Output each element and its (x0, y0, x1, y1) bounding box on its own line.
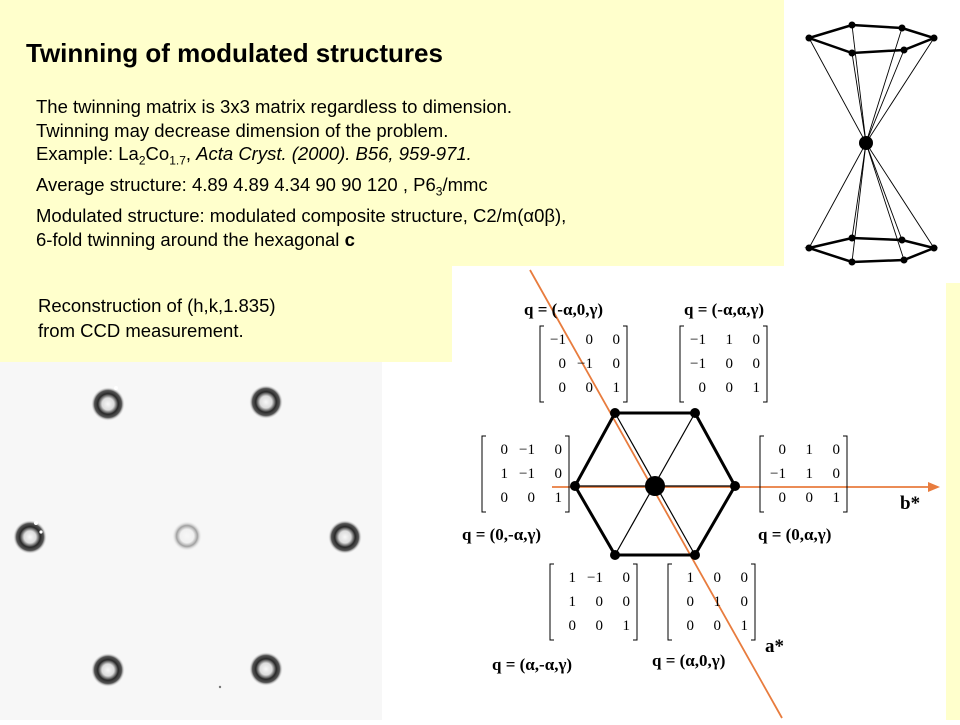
matrix-entry: 0 (555, 442, 563, 458)
b-star-label: b* (900, 493, 920, 514)
diffraction-spot (172, 521, 202, 551)
matrix-entry: 0 (555, 466, 563, 482)
hexagon-vertex (610, 408, 620, 418)
matrix-entry: 1 (753, 380, 761, 396)
matrix-entry: 0 (753, 332, 761, 348)
matrix-entry: 0 (596, 594, 604, 610)
matrix-entry: 1 (501, 466, 509, 482)
citation: Acta Cryst. (2000). B56, 959-971. (196, 143, 472, 164)
matrix-entry: 1 (833, 490, 841, 506)
matrix-entry: 0 (687, 594, 695, 610)
q-label-top-right: q = (-α,α,γ) (684, 300, 764, 319)
matrix-entry: −1 (770, 466, 786, 482)
matrix-entry: 0 (699, 380, 707, 396)
matrix-top-right: −1 1 0 −1 0 0 0 0 1 (679, 325, 768, 403)
matrix-entry: 0 (753, 356, 761, 372)
matrix-entry: 1 (806, 442, 814, 458)
matrix-entry: 0 (779, 490, 787, 506)
matrix-entry: 0 (596, 618, 604, 634)
ccd-reconstruction-image (0, 362, 382, 720)
body-line-1: The twinning matrix is 3x3 matrix regard… (36, 96, 513, 117)
q-label-mid-right: q = (0,α,γ) (758, 525, 831, 544)
q-label-mid-left: q = (0,-α,γ) (462, 525, 541, 544)
hexagon-vertex (730, 481, 740, 491)
matrix-entry: 1 (714, 594, 722, 610)
matrix-mid-left: 0 −1 0 1 −1 0 0 0 1 (481, 435, 570, 513)
hexagon-center (645, 476, 665, 496)
diffraction-spot (249, 385, 283, 419)
hexagon-vertex (690, 408, 700, 418)
matrix-entry: −1 (690, 356, 706, 372)
diffraction-spot (91, 387, 125, 421)
matrix-entry: 1 (726, 332, 734, 348)
matrix-entry: 0 (501, 442, 509, 458)
matrix-bot-left: 1 −1 0 1 0 0 0 0 1 (549, 563, 638, 641)
slide-background-strip (946, 283, 960, 720)
body-line-2: Twinning may decrease dimension of the p… (36, 119, 449, 141)
double-cone-sketch (784, 0, 960, 283)
reconstruction-caption: Reconstruction of (h,k,1.835) from CCD m… (38, 295, 276, 341)
q-label-bot-right: q = (α,0,γ) (652, 651, 725, 670)
matrix-entry: 0 (569, 618, 577, 634)
matrix-entry: 0 (833, 466, 841, 482)
matrix-entry: 0 (726, 380, 734, 396)
twinning-diagram: b* a* q = (-α,0,γ) q = (-α,α,γ) q = (0,-… (452, 266, 946, 720)
body-line-5: Modulated structure: modulated composite… (36, 205, 567, 227)
b-star-arrowhead (928, 482, 940, 492)
matrix-entry: 0 (623, 570, 631, 586)
matrix-entry: 0 (613, 356, 621, 372)
matrix-entry: 1 (555, 490, 563, 506)
diffraction-spot (328, 520, 362, 554)
diffraction-spot (13, 520, 47, 554)
matrix-top-left: −1 0 0 0 −1 0 0 0 1 (539, 325, 628, 403)
matrix-mid-right: 0 1 0 −1 1 0 0 0 1 (759, 435, 848, 513)
matrix-entry: 0 (779, 442, 787, 458)
body-text: The twinning matrix is 3x3 matrix regard… (36, 95, 566, 251)
matrix-entry: 0 (586, 380, 594, 396)
body-line-6: 6-fold twinning around the hexagonal c (36, 228, 355, 250)
matrix-entry: 0 (528, 490, 536, 506)
matrix-entry: 1 (623, 618, 631, 634)
matrix-entry: 0 (559, 356, 567, 372)
matrix-entry: 1 (569, 570, 577, 586)
matrix-entry: −1 (577, 356, 593, 372)
matrix-entry: 1 (613, 380, 621, 396)
matrix-entry: 0 (687, 618, 695, 634)
hexagon-vertex (610, 550, 620, 560)
slide-title: Twinning of modulated structures (26, 38, 443, 68)
body-line-3: Example: La2Co1.7, Acta Cryst. (2000). B… (36, 143, 472, 168)
q-label-bot-left: q = (α,-α,γ) (492, 655, 572, 674)
matrix-entry: −1 (690, 332, 706, 348)
a-star-label: a* (765, 636, 784, 657)
matrix-entry: 0 (726, 356, 734, 372)
matrix-entry: 1 (741, 618, 749, 634)
body-line-4: Average structure: 4.89 4.89 4.34 90 90 … (36, 174, 488, 199)
matrix-entry: 0 (741, 594, 749, 610)
matrix-entry: 0 (806, 490, 814, 506)
matrix-entry: 0 (623, 594, 631, 610)
matrix-entry: 0 (714, 570, 722, 586)
matrix-entry: 0 (559, 380, 567, 396)
diffraction-spot (249, 652, 283, 686)
hexagon-vertex (690, 550, 700, 560)
q-label-top-left: q = (-α,0,γ) (524, 300, 603, 319)
matrix-entry: −1 (519, 466, 535, 482)
diffraction-spot (91, 653, 125, 687)
matrix-entry: 0 (586, 332, 594, 348)
hexagon-vertex (570, 481, 580, 491)
matrix-entry: 0 (741, 570, 749, 586)
matrix-entry: 0 (833, 442, 841, 458)
matrix-entry: −1 (587, 570, 603, 586)
matrix-bot-right: 1 0 0 0 1 0 0 0 1 (667, 563, 756, 641)
matrix-entry: 0 (613, 332, 621, 348)
matrix-entry: 1 (687, 570, 695, 586)
matrix-entry: −1 (550, 332, 566, 348)
matrix-entry: 0 (714, 618, 722, 634)
matrix-entry: 1 (569, 594, 577, 610)
matrix-entry: −1 (519, 442, 535, 458)
matrix-entry: 1 (806, 466, 814, 482)
matrix-entry: 0 (501, 490, 509, 506)
